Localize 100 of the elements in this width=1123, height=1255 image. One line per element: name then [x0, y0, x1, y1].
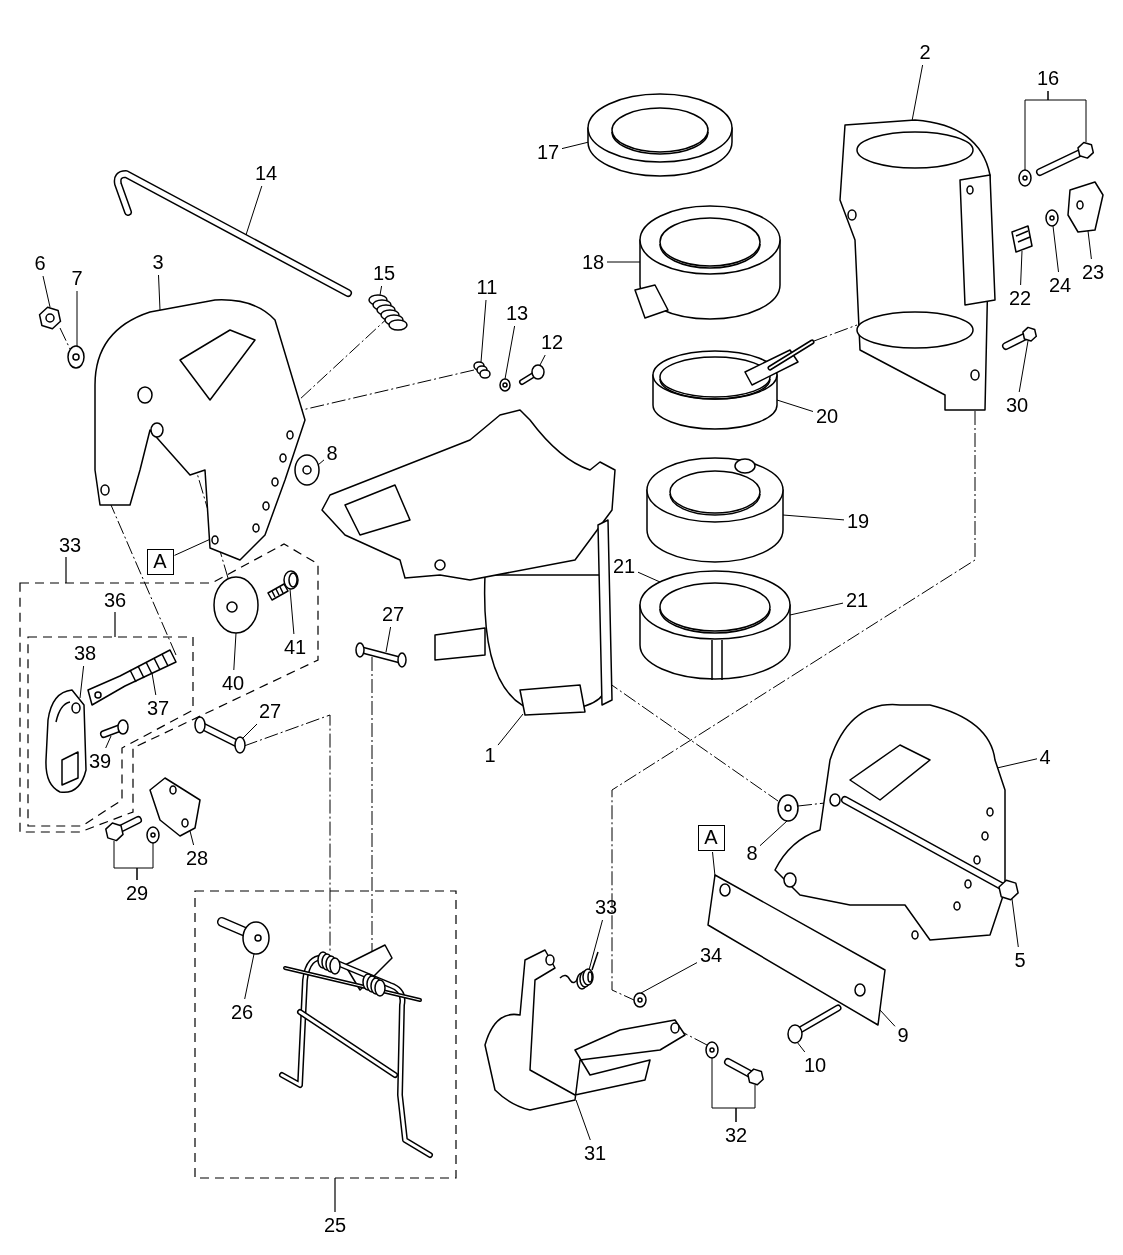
callout-number: 41 [282, 635, 308, 659]
leader-line [561, 141, 590, 150]
leader-line [776, 399, 814, 412]
callout-number: 13 [504, 301, 530, 325]
washer-drawing [145, 825, 161, 845]
reference-letter-label: A [697, 825, 725, 851]
ring-drawing [586, 92, 734, 178]
nut-drawing [37, 305, 62, 331]
pin-drawing [354, 641, 408, 669]
pin-drawing [102, 718, 130, 736]
disc-drawing [212, 575, 260, 635]
leader-line [637, 571, 661, 583]
callout-number: 31 [582, 1141, 608, 1165]
assembly-centerline [611, 410, 976, 1001]
leader-line [317, 459, 325, 466]
leader-line [76, 290, 78, 347]
callout-number: 2 [918, 40, 932, 64]
callout-number: 16 [1035, 66, 1061, 90]
leader-line [105, 735, 112, 749]
leader-line [189, 830, 195, 846]
callout-number: 7 [70, 266, 84, 290]
callout-number: 28 [184, 846, 210, 870]
callout-number: 21 [844, 588, 870, 612]
leader-line [497, 713, 524, 746]
callout-number: 8 [325, 441, 339, 465]
leader-line [712, 851, 716, 877]
callout-number: 19 [845, 509, 871, 533]
callout-number: 40 [220, 671, 246, 695]
callout-number: 29 [124, 881, 150, 905]
callout-number: 4 [1038, 745, 1052, 769]
washer-drawing [632, 991, 648, 1009]
callout-number: 12 [539, 330, 565, 354]
assembly-centerline [683, 1032, 708, 1046]
assembly-centerline [59, 327, 71, 350]
callout-number: 39 [87, 749, 113, 773]
leader-line [385, 626, 392, 653]
cam-drawing [43, 688, 88, 795]
callout-number: 23 [1080, 260, 1106, 284]
bolt-drawing [1004, 325, 1039, 348]
bolt-drawing [103, 818, 140, 843]
bolt-drawing [843, 798, 1021, 902]
callout-number: 20 [814, 404, 840, 428]
assembly-centerline [813, 324, 858, 342]
callout-number: 30 [1004, 393, 1030, 417]
callout-number: 14 [253, 161, 279, 185]
leader-line [151, 672, 157, 696]
washer-drawing [1044, 208, 1060, 228]
leader-line [1011, 898, 1019, 948]
callout-number: 24 [1047, 273, 1073, 297]
washer-drawing [293, 453, 321, 487]
callout-number: 26 [229, 1000, 255, 1024]
leader-line [640, 962, 698, 994]
grip-drawing [220, 920, 271, 956]
callout-number: 33 [593, 895, 619, 919]
leader-line [735, 1084, 756, 1123]
plate-drawing [148, 776, 202, 838]
callout-number: 32 [723, 1123, 749, 1147]
leader-line [1087, 230, 1092, 260]
callout-number: 18 [580, 250, 606, 274]
callout-number: 36 [102, 588, 128, 612]
callout-number: 27 [380, 602, 406, 626]
leader-line [1018, 340, 1029, 393]
callout-number: 11 [474, 275, 500, 299]
washer-drawing [498, 377, 512, 393]
leader-line [379, 285, 383, 296]
leader-line [759, 820, 788, 847]
leader-line [1047, 90, 1087, 143]
leader-line [79, 665, 85, 699]
leader-line [42, 275, 51, 308]
callout-number: 1 [483, 743, 497, 767]
spring-drawing [367, 293, 409, 332]
callout-number: 6 [33, 251, 47, 275]
spring-lever-drawing [280, 943, 432, 1157]
leader-line [480, 299, 487, 363]
callout-number: 8 [745, 841, 759, 865]
leader-line [588, 919, 603, 971]
spring-drawing [558, 950, 600, 991]
threaded-ring-drawing [633, 204, 782, 321]
callout-number: 22 [1007, 286, 1033, 310]
leader-line [606, 261, 641, 263]
callout-number: 10 [802, 1053, 828, 1077]
bolt-drawing [726, 1060, 766, 1087]
assembly-centerline [797, 802, 826, 807]
callout-number: 21 [611, 554, 637, 578]
leader-line [789, 602, 844, 616]
callout-number: 25 [322, 1213, 348, 1237]
clamp-bracket-drawing [773, 702, 1007, 942]
washer-drawing [66, 344, 86, 370]
leader-line [1020, 250, 1023, 286]
callout-number: 38 [72, 641, 98, 665]
leader-line [242, 723, 258, 739]
split-ring-drawing [638, 569, 792, 682]
leader-line [233, 632, 237, 671]
washer-drawing [704, 1040, 720, 1060]
leader-line [575, 1099, 591, 1141]
leader-line [1052, 225, 1059, 273]
housing-drawing [838, 118, 997, 412]
callout-number: 33 [57, 533, 83, 557]
leader-line [796, 1041, 806, 1053]
leader-line [244, 953, 255, 1000]
